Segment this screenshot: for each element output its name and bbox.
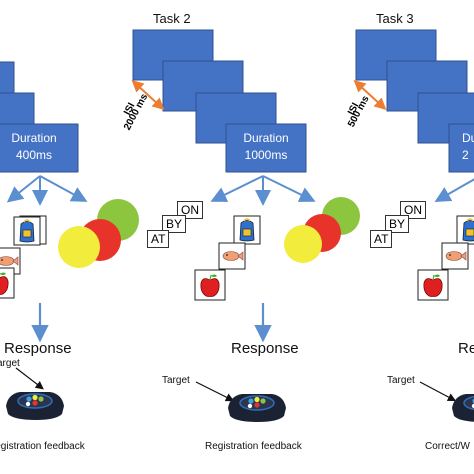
fish-icon	[218, 242, 246, 270]
target-arrow	[195, 381, 235, 402]
isi-arrow	[131, 79, 165, 111]
arrow	[39, 175, 88, 202]
yellow-circle	[284, 225, 322, 263]
apple-icon	[417, 269, 449, 301]
duration-screen	[0, 123, 79, 173]
feedback-label: Correct/W	[425, 441, 470, 452]
word-stimulus: ON	[177, 201, 203, 219]
duration-text: Duration 400ms	[0, 130, 78, 164]
target-label: Target	[387, 375, 415, 386]
response-box-icon	[451, 393, 474, 423]
task-1-panel	[0, 61, 139, 421]
word-stimulus: BY	[385, 215, 410, 233]
arrow	[6, 175, 41, 203]
fish-icon	[441, 242, 469, 270]
arrow	[434, 178, 474, 202]
duration-screen	[225, 123, 307, 173]
response-label: Response	[231, 340, 299, 357]
target-label: Target	[162, 375, 190, 386]
backpack-icon	[13, 216, 41, 246]
duration-label: Du	[462, 131, 474, 145]
task-2-panel	[131, 29, 360, 423]
feedback-label: Registration feedback	[205, 441, 302, 452]
word-stimulus: BY	[162, 215, 187, 233]
target-label: Target	[0, 358, 20, 369]
duration-value: 400ms	[15, 148, 53, 162]
duration-text: Duration 1000ms	[226, 130, 306, 164]
apple-icon	[194, 269, 226, 301]
word-stimulus: AT	[147, 230, 170, 248]
word-stimulus: AT	[370, 230, 393, 248]
backpack-icon	[456, 215, 474, 245]
apple-icon	[0, 267, 15, 299]
isi-arrow	[353, 79, 387, 111]
response-label: Response	[4, 340, 72, 357]
task-2-title: Task 2	[153, 11, 191, 26]
duration-screen	[448, 123, 474, 173]
task-3-title: Task 3	[376, 11, 414, 26]
arrow	[210, 175, 264, 202]
duration-label: Duration	[11, 131, 57, 145]
duration-value: 2	[462, 148, 469, 162]
response-box-icon	[227, 393, 287, 423]
response-label: Re	[458, 340, 474, 357]
arrow	[262, 175, 316, 202]
duration-label: Duration	[243, 131, 289, 145]
feedback-label: Registration feedback	[0, 441, 85, 452]
target-arrow	[15, 367, 44, 390]
word-stimulus: ON	[400, 201, 426, 219]
yellow-circle	[58, 226, 100, 268]
backpack-icon	[233, 215, 261, 245]
duration-text: Du 2	[462, 130, 474, 164]
task-3-panel	[353, 29, 474, 423]
response-box-icon	[5, 391, 65, 421]
duration-value: 1000ms	[244, 148, 288, 162]
target-arrow	[419, 381, 457, 402]
